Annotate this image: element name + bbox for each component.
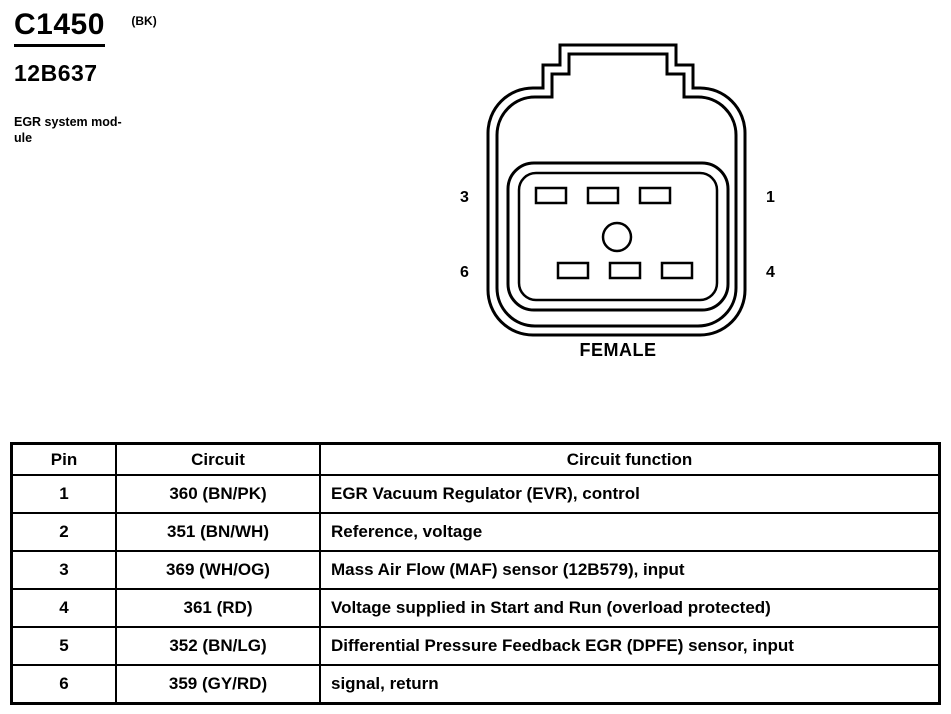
connector-color-code: (BK) [131, 14, 157, 28]
function-cell: signal, return [319, 664, 941, 705]
circuit-cell: 352 (BN/LG) [115, 626, 321, 666]
circuit-cell: 361 (RD) [115, 588, 321, 628]
connector-description: EGR system mod- ule [14, 114, 122, 147]
table-row: 4 361 (RD) Voltage supplied in Start and… [10, 588, 941, 628]
header: C1450 (BK) [14, 8, 157, 47]
housing-outer-outline [486, 43, 747, 337]
circuit-cell: 369 (WH/OG) [115, 550, 321, 590]
connector-drawing: 3 1 6 4 [448, 40, 788, 340]
pin-cell: 6 [10, 664, 117, 705]
pinout-table: Pin Circuit Circuit function 1 360 (BN/P… [10, 442, 941, 705]
table-row: 5 352 (BN/LG) Differential Pressure Feed… [10, 626, 941, 666]
pin-slot-3 [534, 186, 568, 205]
pin-slot-1 [638, 186, 672, 205]
function-cell: EGR Vacuum Regulator (EVR), control [319, 474, 941, 514]
pin-cell: 5 [10, 626, 117, 666]
table-row: 6 359 (GY/RD) signal, return [10, 664, 941, 705]
table-row: 3 369 (WH/OG) Mass Air Flow (MAF) sensor… [10, 550, 941, 590]
col-header-circuit: Circuit [115, 442, 321, 476]
pin-slot-2 [586, 186, 620, 205]
table-header-row: Pin Circuit Circuit function [10, 442, 941, 476]
pin-slot-4 [660, 261, 694, 280]
pin-label-top-right: 1 [766, 189, 775, 206]
table-row: 1 360 (BN/PK) EGR Vacuum Regulator (EVR)… [10, 474, 941, 514]
part-number: 12B637 [14, 60, 98, 86]
cavity-inner-outline [517, 171, 719, 302]
pin-cell: 2 [10, 512, 117, 552]
circuit-cell: 359 (GY/RD) [115, 664, 321, 705]
pin-slot-5 [608, 261, 642, 280]
pin-cell: 4 [10, 588, 117, 628]
function-cell: Voltage supplied in Start and Run (overl… [319, 588, 941, 628]
pin-cell: 3 [10, 550, 117, 590]
function-cell: Differential Pressure Feedback EGR (DPFE… [319, 626, 941, 666]
col-header-pin: Pin [10, 442, 117, 476]
connector-face-svg: 3 1 6 4 [460, 43, 775, 337]
connector-id: C1450 [14, 8, 105, 47]
function-cell: Mass Air Flow (MAF) sensor (12B579), inp… [319, 550, 941, 590]
connector-description-line1: EGR system mod- [14, 115, 122, 129]
connector-description-line2: ule [14, 131, 33, 146]
cavity-outer-outline [506, 161, 730, 312]
function-cell: Reference, voltage [319, 512, 941, 552]
table-row: 2 351 (BN/WH) Reference, voltage [10, 512, 941, 552]
pin-cell: 1 [10, 474, 117, 514]
pinout-table-wrap: Pin Circuit Circuit function 1 360 (BN/P… [10, 442, 941, 705]
index-hole [601, 221, 633, 253]
circuit-cell: 360 (BN/PK) [115, 474, 321, 514]
pin-label-bottom-left: 6 [460, 264, 469, 281]
connector-gender-label: FEMALE [579, 340, 657, 360]
circuit-cell: 351 (BN/WH) [115, 512, 321, 552]
pin-label-bottom-right: 4 [766, 264, 775, 281]
pin-slot-6 [556, 261, 590, 280]
pin-label-top-left: 3 [460, 189, 469, 206]
housing-inner-outline [495, 52, 738, 328]
col-header-function: Circuit function [319, 442, 941, 476]
